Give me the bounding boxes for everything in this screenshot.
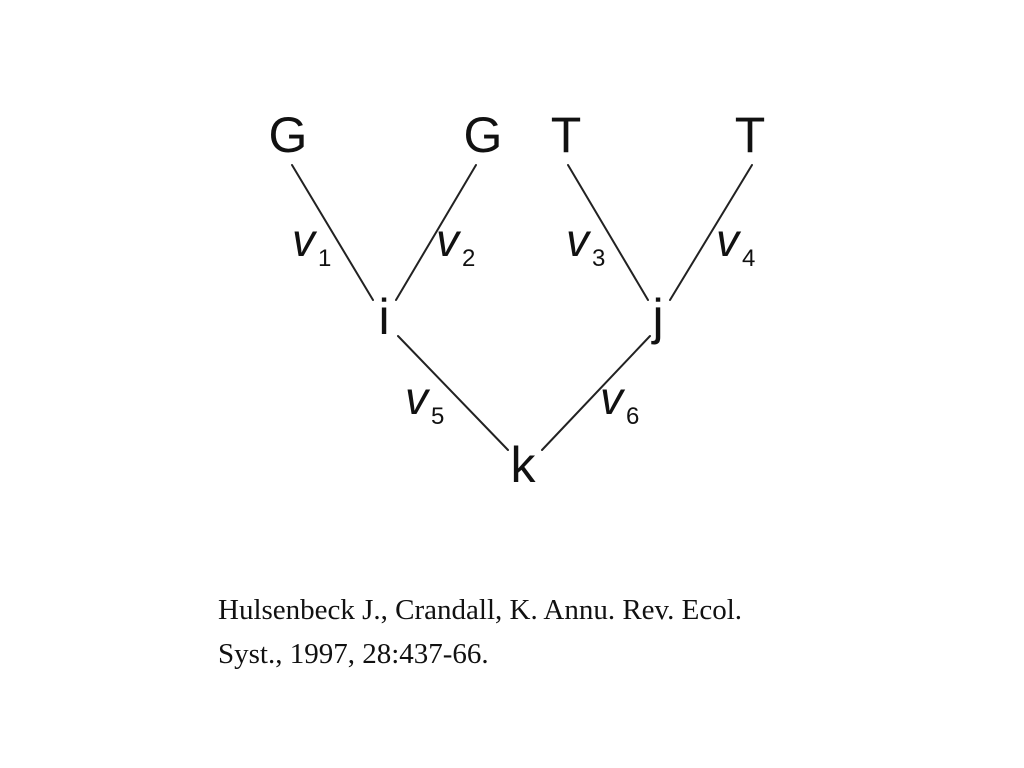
branch-label-3: v 3 bbox=[566, 214, 605, 272]
citation: Hulsenbeck J., Crandall, K. Annu. Rev. E… bbox=[218, 588, 918, 676]
branch-symbol: v bbox=[405, 372, 431, 424]
edge-leaf4-j bbox=[669, 164, 753, 301]
edge-leaf1-i bbox=[291, 164, 374, 301]
branch-symbol: v bbox=[436, 214, 462, 266]
branch-label-5: v 5 bbox=[405, 372, 444, 430]
citation-line-1: Hulsenbeck J., Crandall, K. Annu. Rev. E… bbox=[218, 594, 743, 626]
leaf-label-1: G bbox=[269, 107, 308, 163]
branch-subscript: 2 bbox=[462, 245, 475, 272]
branch-label-1: v 1 bbox=[292, 214, 331, 272]
branch-label-6: v 6 bbox=[600, 372, 639, 430]
branch-symbol: v bbox=[292, 214, 318, 266]
edge-leaf3-j bbox=[567, 164, 649, 301]
internal-node-label-j: j bbox=[650, 289, 663, 345]
branch-subscript: 3 bbox=[592, 245, 605, 272]
branch-label-2: v 2 bbox=[436, 214, 475, 272]
edge-leaf2-i bbox=[395, 164, 477, 301]
branch-symbol: v bbox=[716, 214, 742, 266]
leaf-label-2: G bbox=[464, 107, 503, 163]
branch-symbol: v bbox=[566, 214, 592, 266]
leaf-label-3: T bbox=[551, 107, 582, 163]
root-node-label-k: k bbox=[511, 437, 537, 493]
edge-i-k bbox=[397, 335, 509, 451]
citation-line-2: Syst., 1997, 28:437-66. bbox=[218, 638, 489, 670]
edge-j-k bbox=[541, 335, 651, 451]
branch-subscript: 6 bbox=[626, 403, 639, 430]
branch-subscript: 4 bbox=[742, 245, 755, 272]
branch-label-4: v 4 bbox=[716, 214, 755, 272]
branch-symbol: v bbox=[600, 372, 626, 424]
branch-subscript: 5 bbox=[431, 403, 444, 430]
internal-node-label-i: i bbox=[378, 289, 389, 345]
leaf-label-4: T bbox=[735, 107, 766, 163]
phylogenetic-tree-diagram: G G T T i j k v 1 v 2 v 3 v 4 v 5 v 6 bbox=[269, 107, 766, 493]
branch-subscript: 1 bbox=[318, 245, 331, 272]
